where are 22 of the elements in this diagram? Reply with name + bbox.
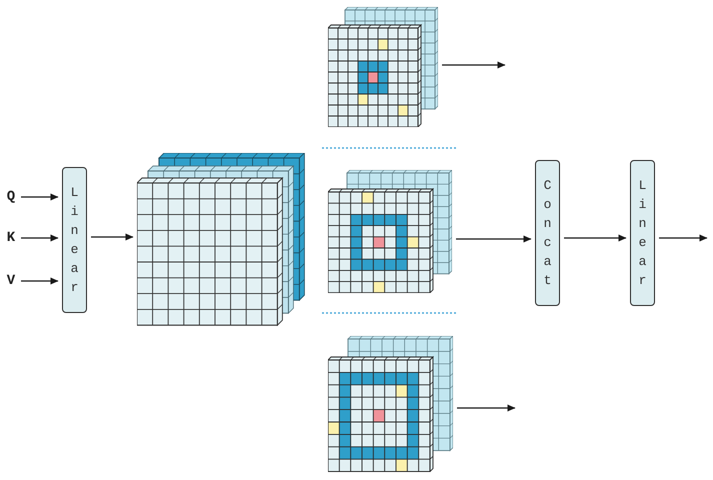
layer-box bbox=[62, 167, 87, 313]
arrow bbox=[21, 278, 58, 284]
arrow bbox=[442, 62, 506, 68]
arrow bbox=[659, 234, 708, 242]
arrow bbox=[91, 234, 134, 240]
layer-box bbox=[535, 160, 560, 306]
arrow bbox=[564, 234, 626, 242]
stacked-grid-illustration bbox=[137, 153, 305, 326]
stacked-grid-illustration bbox=[328, 170, 452, 293]
arrow bbox=[457, 404, 516, 412]
stacked-grid-illustration bbox=[328, 7, 438, 127]
vertical-label: Linear bbox=[70, 184, 78, 297]
arrow bbox=[456, 236, 532, 242]
input-label: Q bbox=[5, 188, 17, 206]
arrow bbox=[21, 234, 58, 242]
vertical-label: Linear bbox=[638, 177, 646, 290]
layer-box bbox=[630, 160, 655, 306]
input-label: V bbox=[5, 272, 17, 290]
stacked-grid-illustration bbox=[328, 336, 453, 472]
arrow bbox=[21, 194, 58, 200]
vertical-label: Concat bbox=[544, 177, 552, 290]
input-label: K bbox=[5, 229, 17, 247]
